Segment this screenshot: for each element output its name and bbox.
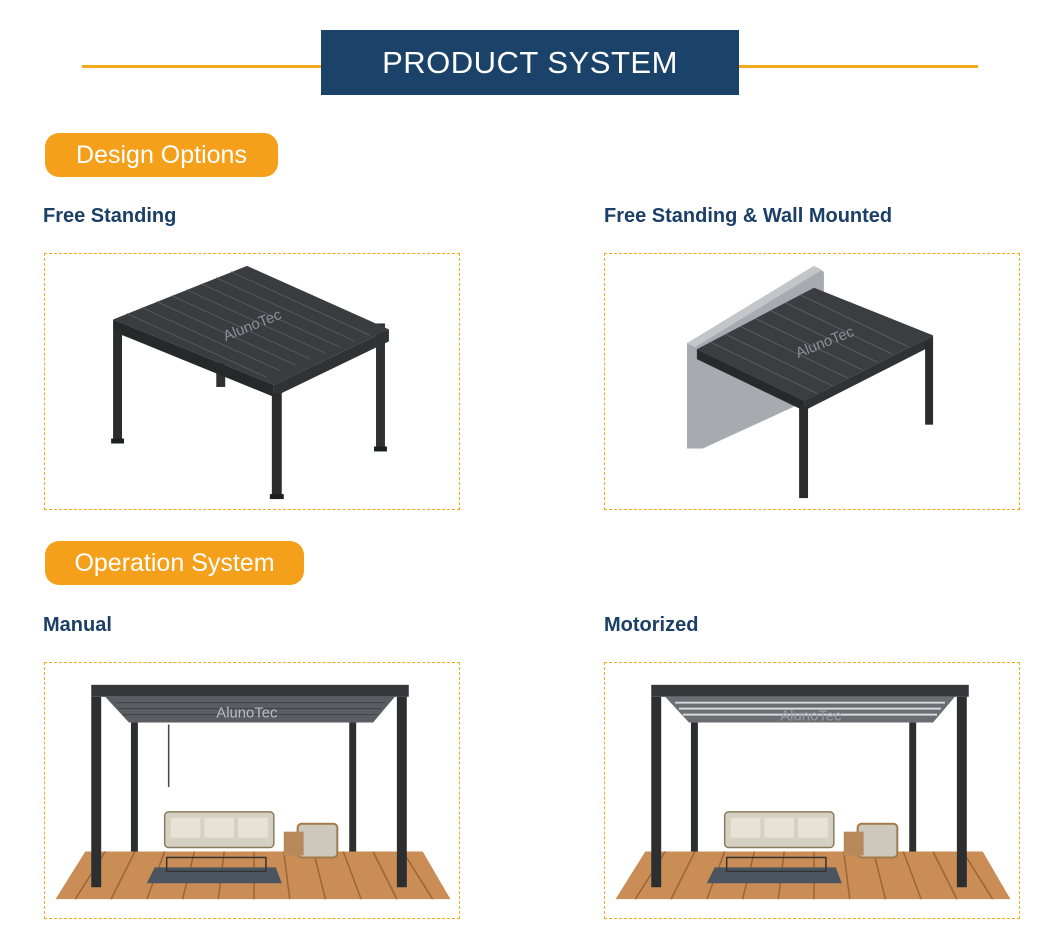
pergola-manual-scene-image: AlunoTec <box>55 684 451 900</box>
image-frame-manual: AlunoTec <box>44 662 460 919</box>
image-frame-wall-mounted: AlunoTec <box>604 253 1020 510</box>
section-pill-operation-system: Operation System <box>45 541 304 585</box>
image-frame-free-standing: AlunoTec <box>44 253 460 510</box>
page-title: PRODUCT SYSTEM <box>321 30 739 95</box>
pergola-free-standing-image: AlunoTec <box>111 265 389 500</box>
header-line-right <box>738 65 978 68</box>
item-label-motorized: Motorized <box>604 614 699 636</box>
item-label-free-standing: Free Standing <box>43 205 177 227</box>
section-pill-design-options: Design Options <box>45 133 278 177</box>
pergola-wall-mounted-image: AlunoTec <box>686 265 934 499</box>
watermark-text: AlunoTec <box>216 706 278 722</box>
item-label-wall-mounted: Free Standing & Wall Mounted <box>604 205 893 227</box>
header-line-left <box>82 65 322 68</box>
image-frame-motorized: AlunoTec <box>604 662 1020 919</box>
watermark-text: AlunoTec <box>780 709 842 725</box>
item-label-manual: Manual <box>43 614 112 636</box>
pergola-motorized-scene-image: AlunoTec <box>615 684 1011 900</box>
